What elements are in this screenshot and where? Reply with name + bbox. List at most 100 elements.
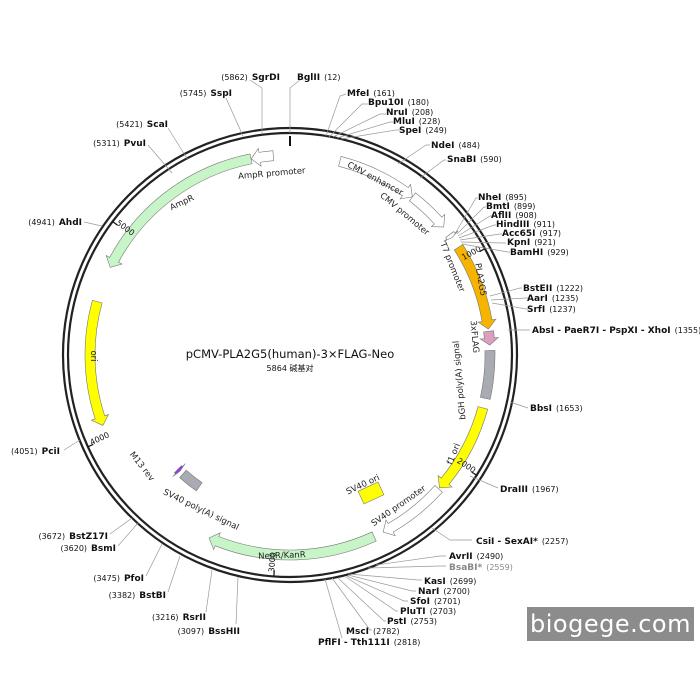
lead-pfoi	[145, 543, 163, 577]
lead-rsrii	[205, 569, 213, 613]
lead-bamhi	[461, 243, 510, 253]
lead-acc65i	[459, 233, 502, 241]
site-pflfi: PflFI - Tth111I(2818)	[318, 638, 420, 648]
site-pluti: PluTI(2703)	[400, 607, 456, 617]
site-aflii: AflII(908)	[491, 211, 537, 221]
site-pvui: (5311)PvuI	[93, 139, 146, 149]
feature-label-ori: ori	[88, 350, 98, 361]
site-sgrdi: (5862)SgrDI	[221, 73, 280, 83]
site-bsteii: BstEII(1222)	[523, 284, 583, 294]
lead-nhei	[455, 197, 478, 233]
site-mfei: MfeI(161)	[347, 89, 395, 99]
site-bamhi: BamHI(929)	[510, 248, 569, 258]
lead-spei	[340, 129, 400, 140]
lead-aflii	[457, 215, 492, 237]
site-spei: SpeI(249)	[399, 126, 447, 136]
tick-1000	[479, 248, 486, 253]
site-draiii: DraIII(1967)	[500, 485, 559, 495]
feature-m13-rev	[172, 463, 186, 477]
site-kasi: KasI(2699)	[424, 577, 476, 587]
site-sfoi: SfoI(2701)	[410, 597, 461, 607]
site-hindiii: HindIII(911)	[496, 220, 555, 230]
lead-bsteii	[489, 287, 522, 297]
site-ndei: NdeI(484)	[431, 141, 480, 151]
lead-nrui	[332, 113, 386, 138]
lead-bsabi	[367, 565, 446, 569]
lead-pvui	[147, 144, 173, 174]
site-avrii: AvrII(2490)	[449, 552, 503, 562]
feature-ampr-promoter	[250, 147, 275, 167]
tick-label-3000: 3000	[267, 552, 277, 573]
lead-avrii	[375, 555, 446, 566]
feature-sv40-ori	[357, 481, 385, 505]
lead-mfei	[325, 93, 347, 137]
site-bstbi: (3382)BstBI	[109, 591, 166, 601]
lead-msci	[331, 577, 372, 631]
lead-nari	[347, 574, 416, 592]
lead-bpu10i	[328, 103, 368, 138]
lead-bglii	[289, 79, 301, 133]
feature-sv40-poly-a-signal	[179, 469, 203, 492]
site-nari: NarI(2700)	[418, 587, 470, 597]
feature-label-sv40-poly-a-signal: SV40 poly(A) signal	[161, 488, 240, 533]
lead-psti	[337, 577, 386, 622]
lead-bsmi	[117, 522, 139, 547]
lead-srfi	[491, 302, 528, 310]
site-scai: (5421)ScaI	[116, 120, 168, 130]
lead-pflfi	[324, 578, 343, 639]
lead-bbsi	[509, 401, 529, 409]
feature-bgh-poly-a-signal	[480, 350, 496, 400]
lead-bstz17i	[109, 517, 133, 535]
site-nhei: NheI(895)	[478, 193, 527, 203]
lead-mlui	[336, 121, 394, 139]
site-rsrii: (3216)RsrII	[152, 613, 206, 623]
plasmid-name: pCMV-PLA2G5(human)-3×FLAG-Neo	[186, 347, 395, 361]
lead-bstbi	[167, 555, 181, 593]
site-kpni: KpnI(921)	[507, 238, 556, 248]
feature-label-3xflag: 3xFLAG	[468, 320, 481, 353]
feature-label-ampr-promoter: AmpR promoter	[238, 166, 307, 182]
site-snabi: SnaBI(590)	[447, 155, 502, 165]
lead-pcii	[63, 439, 81, 451]
feature-f1-ori	[437, 406, 489, 489]
watermark: biogege.com	[527, 607, 694, 641]
feature-label-bgh-poly-a-signal: bGH poly(A) signal	[452, 340, 469, 420]
lead-csii	[431, 527, 472, 541]
lead-bmti	[456, 206, 486, 235]
lead-pluti	[345, 576, 398, 612]
feature-cmv-enhancer	[338, 156, 413, 200]
lead-sfoi	[346, 575, 408, 602]
lead-sspi	[225, 97, 244, 137]
site-pcii: (4051)PciI	[11, 447, 60, 457]
site-bglii: BglII(12)	[297, 73, 341, 83]
tick-2000	[471, 471, 477, 476]
site-csii: CsiI - SexAI*(2257)	[476, 537, 568, 547]
lead-ahdi	[83, 221, 103, 227]
site-bpu10i: Bpu10I(180)	[368, 98, 429, 108]
tick-4000	[87, 443, 94, 448]
feature-label-m13-rev: M13 rev	[127, 450, 156, 483]
feature-3xflag	[479, 330, 500, 346]
site-srfi: SrfI(1237)	[527, 305, 576, 315]
feature-pla2g5	[453, 244, 497, 330]
site-pfoi: (3475)PfoI	[93, 574, 144, 584]
feature-ampr	[105, 153, 253, 268]
lead-kasi	[348, 573, 422, 581]
site-acc65i: Acc65I(917)	[502, 229, 561, 239]
feature-label-neor-kanr: NeoR/KanR	[258, 550, 306, 562]
site-bsabi: BsaBI*(2559)	[449, 563, 513, 573]
lead-hindiii	[458, 224, 496, 239]
site-bsshii: (3097)BssHII	[178, 627, 240, 637]
site-sspi: (5745)SspI	[180, 89, 232, 99]
site-bstz17i: (3672)BstZ17I	[38, 532, 108, 542]
feature-sv40-promoter	[382, 485, 443, 537]
lead-sgrdi	[249, 79, 263, 133]
site-nrui: NruI(208)	[386, 108, 433, 118]
site-ahdi: (4941)AhdI	[28, 218, 82, 228]
site-aari: AarI(1235)	[527, 294, 578, 304]
lead-scai	[167, 127, 189, 161]
site-bsmi: (3620)BsmI	[60, 544, 116, 554]
site-bmti: BmtI(899)	[486, 202, 535, 212]
lead-bsshii	[235, 576, 239, 625]
